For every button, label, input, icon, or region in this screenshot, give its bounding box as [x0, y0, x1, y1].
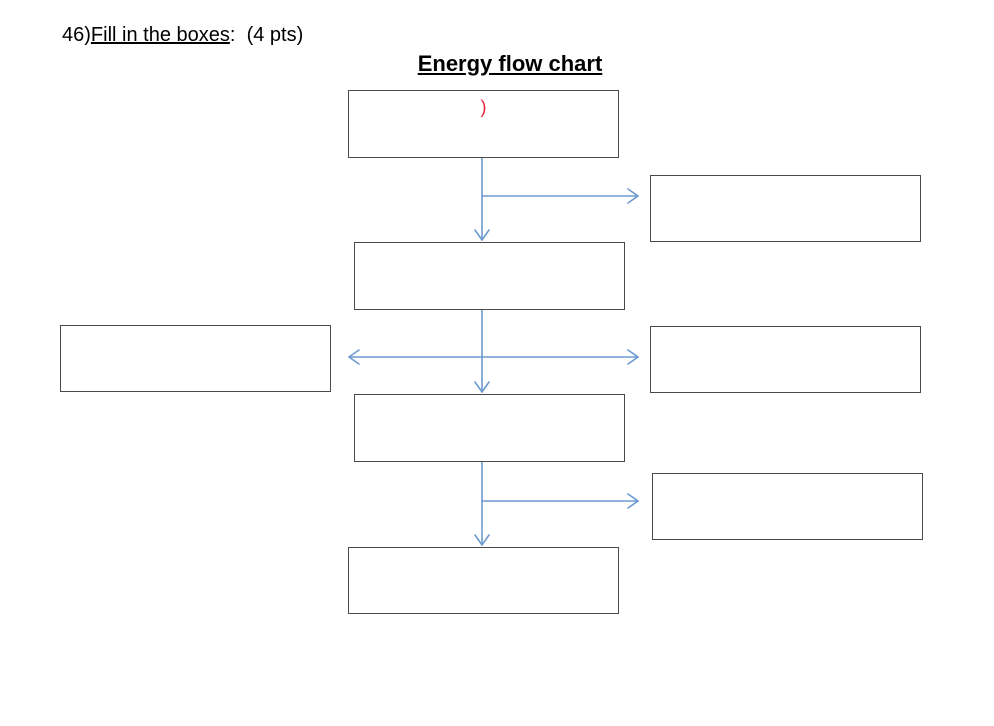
arrowhead-right-1 [627, 188, 639, 204]
box-bottom[interactable] [348, 547, 619, 614]
arrowhead-left-2 [348, 349, 360, 365]
question-instruction: Fill in the boxes [90, 24, 230, 46]
question-colon: : [229, 24, 236, 46]
question-points: (4 pts) [246, 24, 304, 46]
arrowhead-down-3 [474, 534, 490, 546]
question-number: 46) [62, 24, 91, 46]
box-right-1[interactable] [650, 175, 921, 242]
box-right-2[interactable] [650, 326, 921, 393]
arrowhead-down-1 [474, 229, 490, 241]
arrowhead-right-2 [627, 349, 639, 365]
question-heading: 46)Fill in the boxes: (4 pts) [62, 22, 303, 48]
chart-title: Energy flow chart [417, 51, 603, 76]
arrowhead-right-3 [627, 493, 639, 509]
box-left[interactable] [60, 325, 331, 392]
arrowhead-down-2 [474, 381, 490, 393]
box-middle-2[interactable] [354, 394, 625, 462]
box-middle-1[interactable] [354, 242, 625, 310]
box-top-mark: ) [480, 97, 487, 117]
box-right-3[interactable] [652, 473, 923, 540]
box-top[interactable]: ) [348, 90, 619, 158]
